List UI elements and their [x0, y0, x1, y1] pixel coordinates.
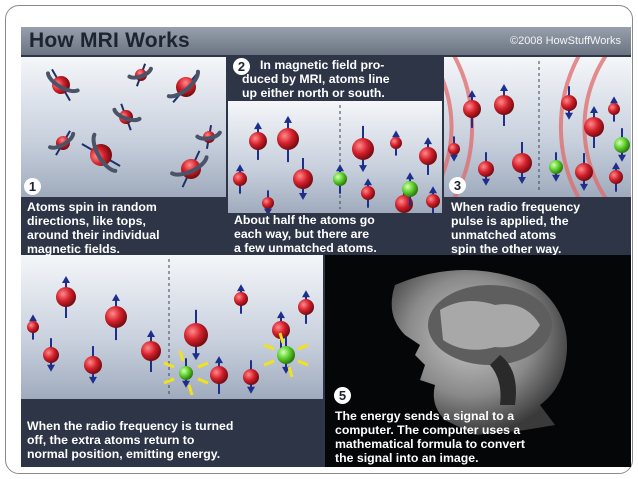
diagram-title: How MRI Works: [29, 29, 190, 52]
atom-icon: [84, 346, 102, 384]
atom-icon: [27, 314, 39, 340]
spin-arrow-icon: [48, 131, 76, 150]
atom-icon: [179, 358, 193, 388]
panel-step-1: [21, 57, 226, 197]
atom-icon: [352, 125, 374, 173]
atom-icon: [402, 172, 418, 206]
atom-icon: [277, 336, 295, 374]
atom-icon: [293, 158, 313, 200]
step-3-caption: When radio frequency pulse is applied, t…: [444, 197, 631, 256]
spin-arrow-icon: [45, 71, 80, 94]
atom-icon: [105, 293, 127, 341]
atom-icon: [262, 190, 274, 213]
atom-icon: [233, 164, 247, 194]
step-5-number: 5: [334, 387, 351, 404]
spin-arrow-icon: [112, 107, 142, 123]
atom-icon: [249, 122, 267, 160]
panel-step-3: [444, 57, 631, 197]
step-1-number: 1: [24, 178, 41, 195]
step-4-caption: When the radio frequency is turned off, …: [21, 399, 323, 467]
head-scan-figure: [391, 270, 567, 435]
step-5-caption: The energy sends a signal to a computer.…: [335, 409, 525, 465]
atom-icon: [608, 96, 620, 122]
atom-icon: [184, 309, 208, 361]
atom-icon: [478, 152, 494, 186]
step-3-illustration: [444, 57, 630, 197]
atom-icon: [561, 86, 577, 120]
atom-icon: [390, 130, 402, 156]
step-1-illustration: [45, 63, 222, 188]
atom-icon: [272, 311, 290, 349]
atom-icon: [43, 338, 59, 372]
atom-icon: [494, 84, 514, 126]
atom-icon: [463, 90, 481, 128]
mri-diagram: How MRI Works ©2008 HowStuffWorks 1 Atom…: [21, 27, 631, 467]
step-4-illustration: [27, 259, 314, 396]
atom-icon: [448, 136, 460, 162]
atom-icon: [81, 143, 121, 167]
atom-icon: [419, 137, 437, 175]
copyright-label: ©2008 HowStuffWorks: [509, 35, 621, 47]
spin-arrow-icon: [127, 66, 153, 80]
spin-arrow-icon: [195, 130, 222, 141]
panel-step-5: [325, 255, 631, 467]
atom-icon: [277, 115, 299, 163]
atom-icon: [426, 186, 440, 213]
step-3-number: 3: [449, 177, 466, 194]
atom-icon: [210, 356, 228, 394]
step-2-number: 2: [233, 58, 250, 75]
spin-arrow-icon: [91, 132, 118, 173]
panel-step-4: [21, 255, 323, 399]
mri-scan-image: [391, 270, 567, 435]
atom-icon: [333, 164, 347, 194]
step-2-bottom-caption: About half the atoms go each way, but th…: [228, 213, 442, 255]
atom-icon: [575, 153, 593, 191]
atom-icon: [234, 284, 248, 314]
energy-burst-icon: [163, 350, 209, 396]
step-2-illustration: [233, 105, 440, 213]
atom-icon: [614, 128, 630, 162]
spin-arrow-icon: [170, 155, 209, 177]
diagram-header: How MRI Works ©2008 HowStuffWorks: [21, 27, 631, 55]
atom-icon: [361, 178, 375, 208]
atom-icon: [512, 142, 532, 184]
atom-icon: [243, 360, 259, 394]
atom-icon: [584, 106, 604, 148]
panel-step-2: [228, 101, 442, 213]
spin-arrow-icon: [166, 69, 200, 99]
atom-icon: [141, 330, 161, 372]
energy-burst-icon: [263, 332, 309, 378]
atom-icon: [609, 162, 623, 192]
atom-icon: [549, 152, 563, 182]
atom-icon: [56, 276, 76, 318]
step-1-caption: Atoms spin in random directions, like to…: [21, 197, 226, 256]
step-2-top-caption: In magnetic field pro- duced by MRI, ato…: [228, 55, 442, 101]
atom-icon: [172, 71, 200, 103]
atom-icon: [181, 150, 201, 188]
atom-icon: [298, 290, 314, 324]
